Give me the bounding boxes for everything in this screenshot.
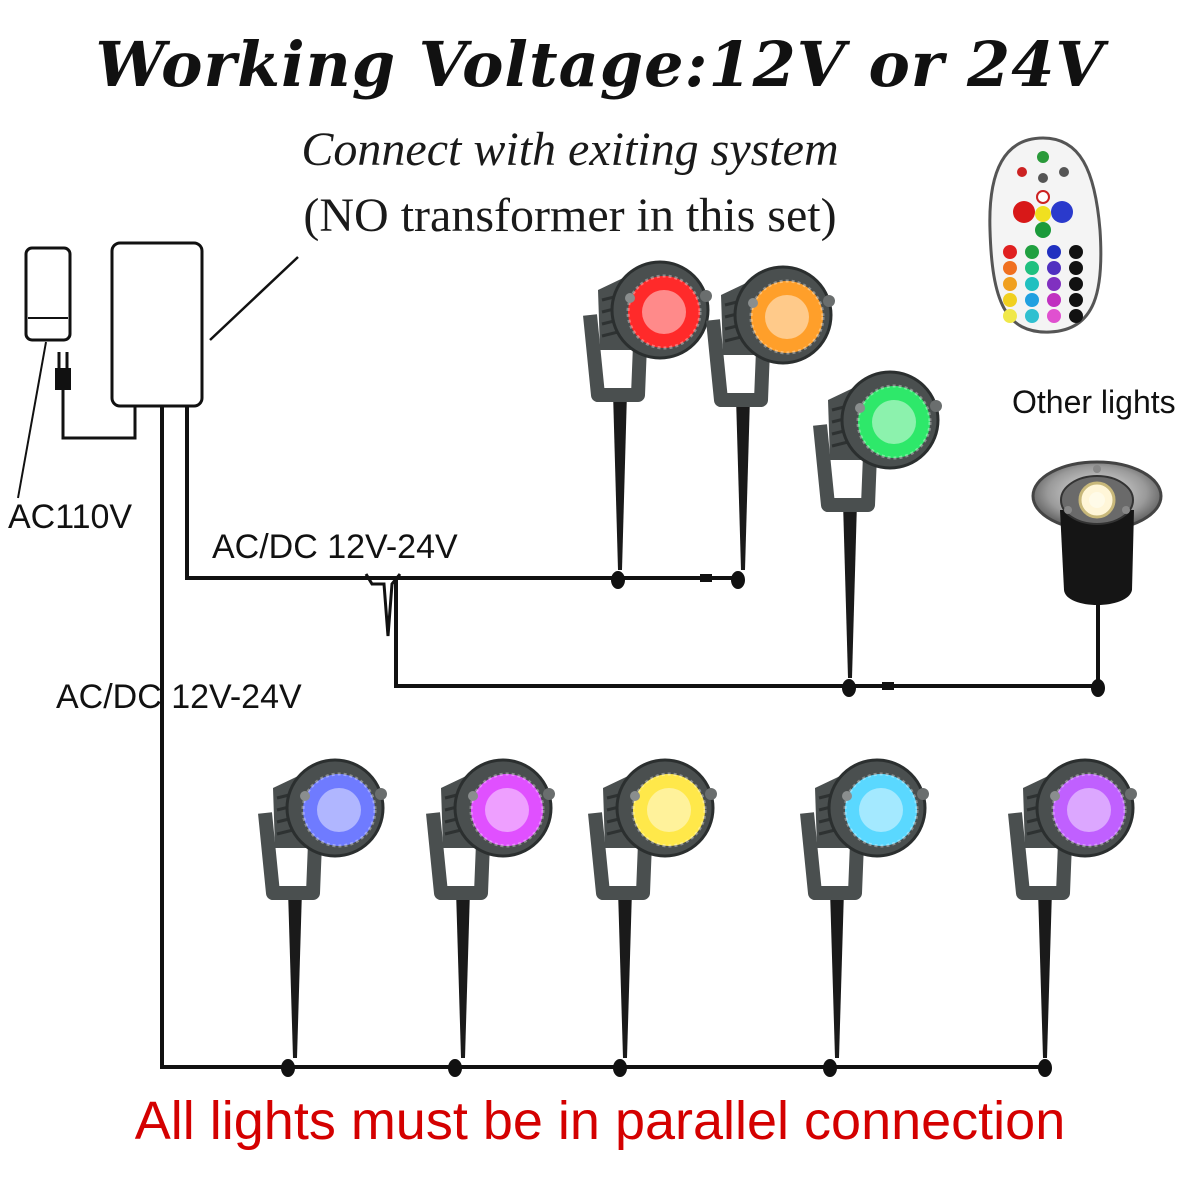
subtitle-connect: Connect with exiting system: [301, 123, 839, 176]
label-other-lights: Other lights: [1012, 384, 1176, 420]
transformer-box-icon: [110, 241, 299, 408]
spotlight-orange-icon: [706, 265, 835, 570]
spotlight-yellow-icon: [588, 758, 717, 1058]
wiring: [160, 407, 1100, 1069]
junction-dots: [281, 571, 1105, 1077]
plug-adapter-icon: [17, 246, 72, 499]
subtitle-no-transformer: (NO transformer in this set): [303, 189, 837, 242]
footer-warning: All lights must be in parallel connectio…: [134, 1091, 1066, 1151]
spotlight-magenta-icon: [426, 758, 555, 1058]
spotlights: [258, 260, 1137, 1058]
page-title: Working Voltage:12V or 24V: [95, 28, 1105, 101]
inground-light-icon: [1031, 460, 1163, 605]
label-acdc-upper: AC/DC 12V-24V: [212, 528, 458, 566]
spotlight-purple-icon: [1008, 758, 1137, 1058]
spotlight-cyan-icon: [800, 758, 929, 1058]
label-acdc-lower: AC/DC 12V-24V: [56, 678, 302, 716]
rgb-remote-control-icon: [988, 136, 1103, 334]
label-ac110v: AC110V: [8, 498, 133, 536]
spotlight-green-icon: [813, 370, 942, 678]
spotlight-blue-icon: [258, 758, 387, 1058]
power-plug-icon: [55, 352, 137, 440]
spotlight-red-icon: [583, 260, 712, 570]
